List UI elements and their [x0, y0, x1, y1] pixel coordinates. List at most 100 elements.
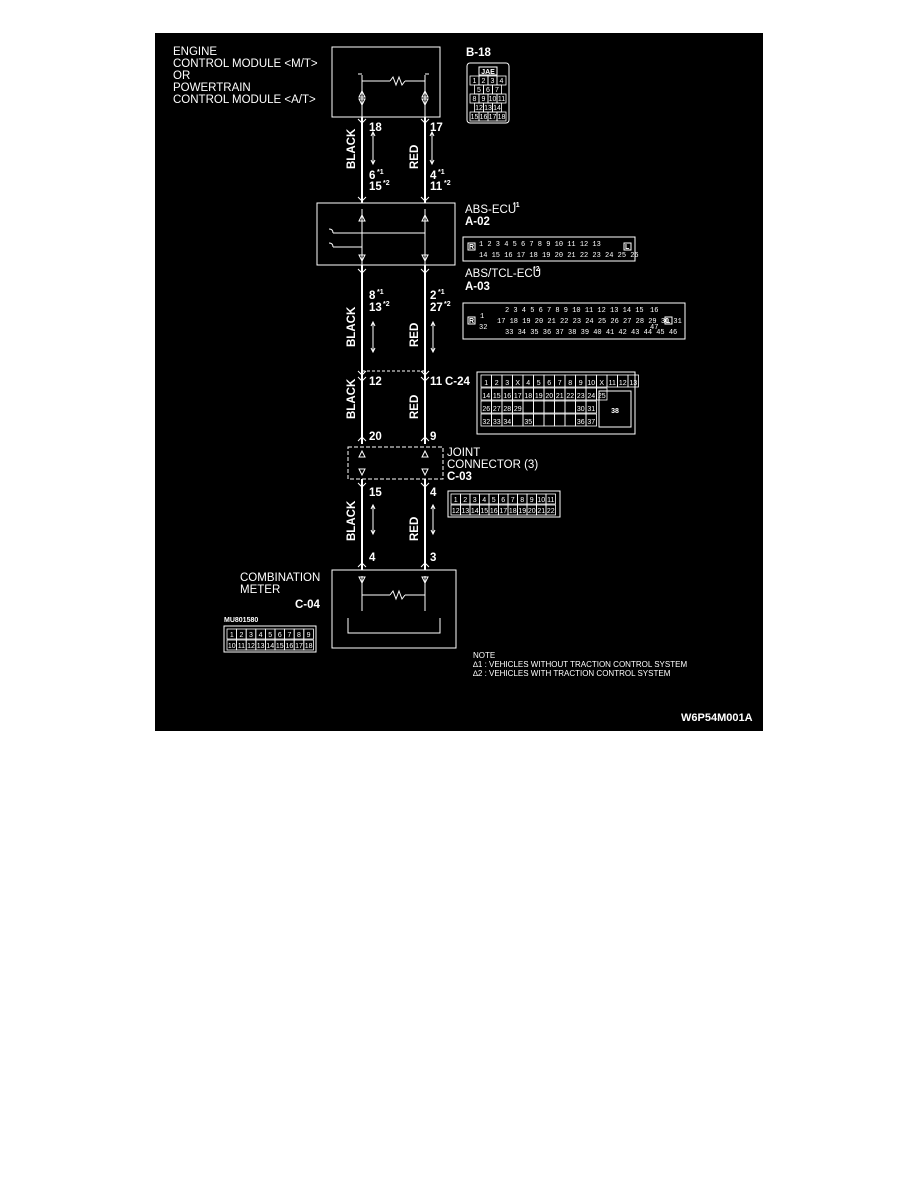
c03-pin-label: 18	[509, 508, 517, 515]
combination-meter-box	[331, 569, 457, 649]
c24-pin-right: 11	[430, 376, 443, 388]
ecm-label-line2: CONTROL MODULE <M/T>	[173, 58, 318, 70]
c03-pin-label: 9	[530, 497, 534, 504]
svg-text:*1: *1	[513, 202, 520, 209]
c04-pin-cell	[303, 639, 314, 651]
c03-pin-label: 8	[520, 497, 524, 504]
svg-text:*2: *2	[444, 301, 451, 308]
b18-pin-label: 1	[473, 78, 477, 85]
wire-color-red-3: RED	[409, 395, 421, 419]
c24-connector-label: C-24	[445, 376, 471, 388]
a03-pin-grid: R L 1 32 16 47 2 3 4 5 6 7 8 9 10 11 12 …	[469, 307, 682, 337]
c24-pin-label: 4	[526, 380, 530, 387]
c04-pin-cell	[303, 628, 314, 640]
c24-pin-label: 18	[524, 393, 532, 400]
c03-pin-label: 14	[471, 508, 479, 515]
c24-pin-cell	[512, 413, 524, 427]
abs-ecu-title: ABS-ECU	[465, 204, 516, 216]
c24-pin-label: 30	[577, 406, 585, 413]
figure-id: W6P54M001A	[681, 712, 753, 724]
b18-pin-label: 15	[471, 114, 479, 121]
svg-text:JAE: JAE	[481, 69, 495, 76]
meter-pin-left: 4	[369, 552, 376, 564]
c24-pin-label: 1	[484, 380, 488, 387]
c24-pin-label: 23	[577, 393, 585, 400]
c24-pin-cell	[585, 413, 597, 427]
b18-pin-label: 5	[477, 87, 481, 94]
svg-text:1: 1	[480, 313, 484, 321]
svg-text:38: 38	[611, 408, 619, 415]
c24-pin-label: X	[599, 380, 604, 387]
c24-connector-face	[476, 371, 636, 435]
c03-pin-label: 19	[518, 508, 526, 515]
c24-pin-cell	[554, 400, 566, 414]
b18-pin-cell	[496, 111, 507, 122]
svg-text:R: R	[469, 244, 474, 251]
b18-pin-label: 6	[486, 87, 490, 94]
svg-text:2 3 4 5 6 7 8 9 10 11 12 13 14: 2 3 4 5 6 7 8 9 10 11 12 13 14 15	[505, 307, 644, 315]
svg-text:*1: *1	[438, 289, 445, 296]
c24-pin-cell	[533, 400, 545, 414]
c24-pin-label: 26	[482, 406, 490, 413]
a03-connector-label: A-03	[465, 281, 490, 293]
c24-pin-cell	[543, 400, 555, 414]
b18-pin-label: 3	[491, 78, 495, 85]
c03-pin-label: 20	[528, 508, 536, 515]
c03-connector-label: C-03	[447, 471, 472, 483]
c24-pin-label: 24	[587, 393, 595, 400]
c24-pin-label: 10	[587, 380, 595, 387]
c24-pin-label: 35	[524, 419, 532, 426]
note-line1: ∆1 : VEHICLES WITHOUT TRACTION CONTROL S…	[473, 660, 687, 669]
b18-pin-label: 14	[493, 105, 501, 112]
ecm-pin-left: 18	[369, 122, 382, 134]
c24-pin-label: 33	[493, 419, 501, 426]
b18-pin-label: 10	[489, 96, 497, 103]
wire-color-black-1: BLACK	[346, 128, 358, 169]
b18-pin-label: 11	[498, 96, 505, 103]
abs-in-left-pin1: 6	[369, 170, 375, 182]
wire-color-red-1: RED	[409, 145, 421, 169]
svg-text:1 2 3 4 5 6 7 8 9 10 11 12 13: 1 2 3 4 5 6 7 8 9 10 11 12 13	[479, 241, 601, 249]
c24-pin-cell	[585, 400, 597, 414]
meter-label-line2: METER	[240, 584, 280, 596]
c04-pin-label: 17	[295, 643, 303, 650]
c03-pin-label: 10	[537, 497, 545, 504]
c24-pin-label: 21	[556, 393, 564, 400]
b18-pin-label: 12	[475, 105, 483, 112]
c03-pin-label: 4	[482, 497, 486, 504]
c24-pin-cell	[627, 374, 639, 388]
c24-pin-cell	[596, 387, 608, 401]
b18-pin-label: 18	[498, 114, 506, 121]
c24-pin-label: 20	[545, 393, 553, 400]
c03-pin-label: 2	[463, 497, 467, 504]
ecm-box	[331, 46, 441, 118]
c03-pin-label: 7	[511, 497, 515, 504]
c24-pin-label: 28	[503, 406, 511, 413]
c04-pin-label: 16	[286, 643, 294, 650]
c24-pin-label: 32	[482, 419, 490, 426]
c24-pin-label: 14	[482, 393, 490, 400]
c24-pin-label: 8	[568, 380, 572, 387]
c24-pin-cell	[543, 413, 555, 427]
abs-in-left-pin2: 15	[369, 181, 382, 193]
c04-pin-label: 15	[276, 643, 284, 650]
c03-pin-label: 21	[537, 508, 545, 515]
c24-pin-label: 36	[577, 419, 585, 426]
b18-connector-label: B-18	[466, 47, 492, 59]
note-title: NOTE	[473, 651, 495, 660]
meter-pin-right: 3	[430, 552, 436, 564]
c04-pin-label: 10	[228, 643, 236, 650]
wire-color-black-4: BLACK	[346, 500, 358, 541]
c04-pin-label: 11	[238, 643, 245, 650]
wire-color-black-3: BLACK	[346, 378, 358, 419]
c24-pin-label: 27	[493, 406, 501, 413]
note-line2: ∆2 : VEHICLES WITH TRACTION CONTROL SYST…	[473, 669, 671, 678]
c24-pin-label: 37	[587, 419, 595, 426]
c03-pin-label: 3	[473, 497, 477, 504]
ecm-label-line1: ENGINE	[173, 46, 217, 58]
ecm-label-line5: CONTROL MODULE <A/T>	[173, 94, 316, 106]
b18-pin-label: 4	[500, 78, 504, 85]
